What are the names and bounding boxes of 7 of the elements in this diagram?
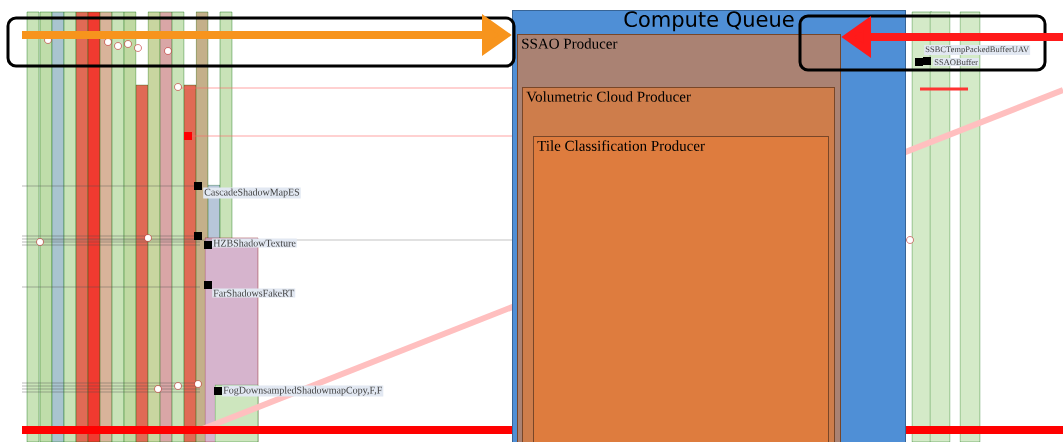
producer-box: Tile Classification Producer (533, 136, 829, 442)
resource-label: FogDownsampledShadowmapCopy,F,F (223, 386, 382, 396)
resource-label: HZBShadowTexture (213, 239, 296, 247)
resource-label: FarShadowsFakeRT (213, 289, 295, 297)
resource-label: SSBCTempPackedBufferUAV (925, 46, 1030, 54)
resource-label: CascadeShadowMapES (204, 188, 300, 198)
resource-label: SSAOBuffer (934, 58, 978, 66)
